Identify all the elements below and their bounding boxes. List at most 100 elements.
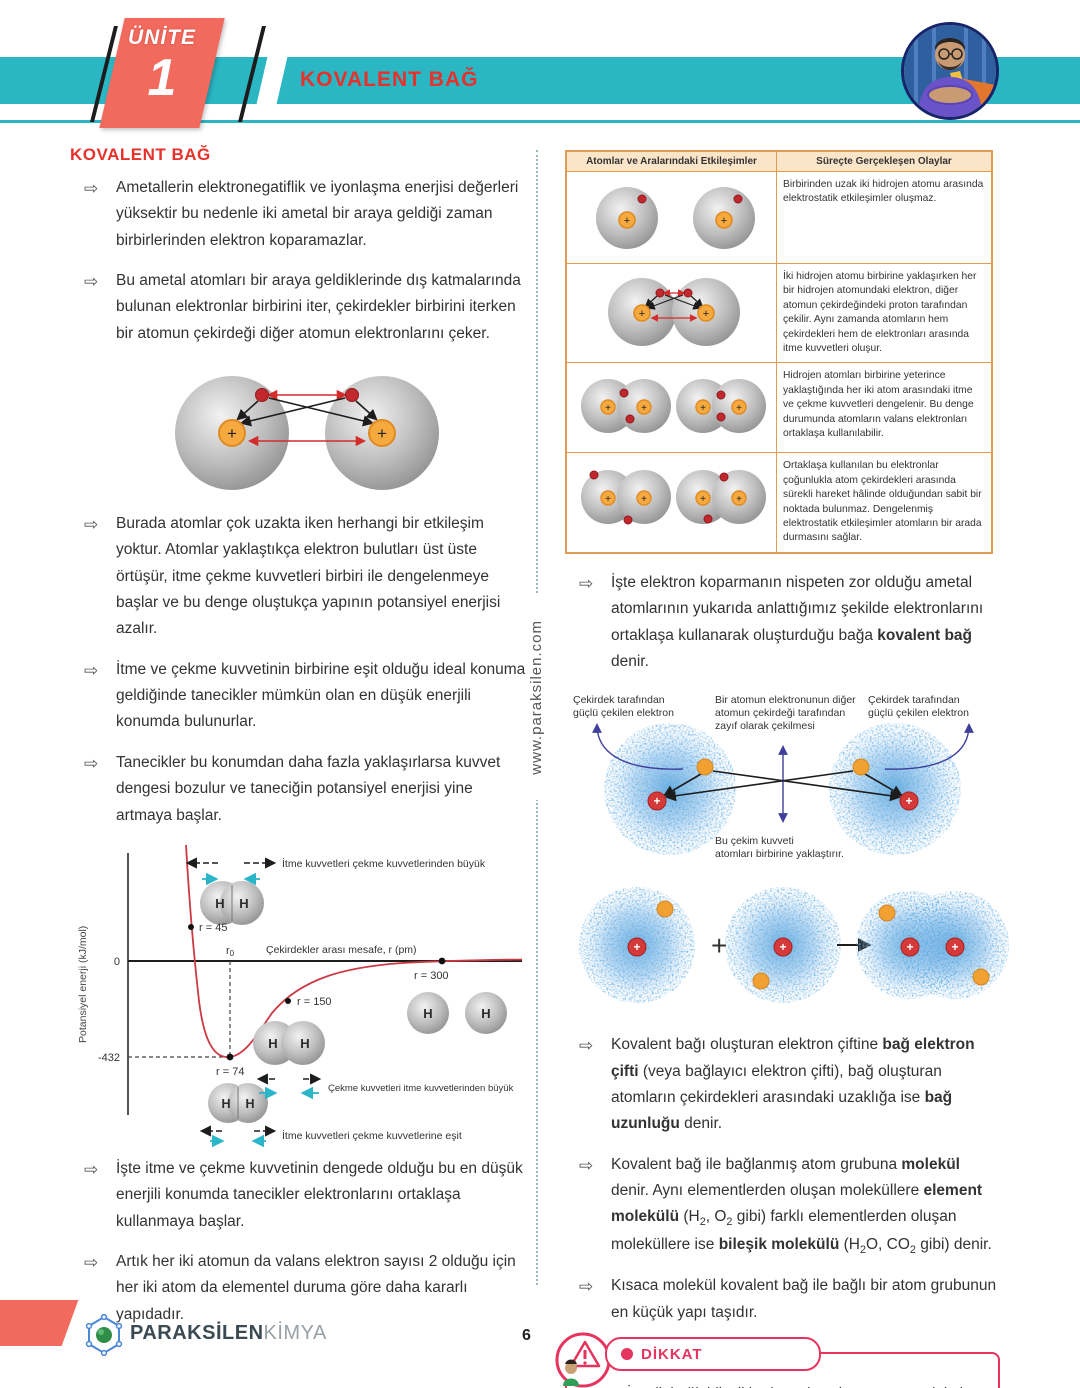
atom-symbol: H <box>481 1006 490 1021</box>
table-cell-text: İki hidrojen atomu birbirine yaklaşırken… <box>776 262 993 364</box>
list-item: ⇨ İşte itme ve çekme kuvvetinin dengede … <box>70 1156 532 1235</box>
atoms-approaching-figure: + + <box>607 278 740 346</box>
bullet-text: Ametallerin elektronegatiflik ve iyonlaş… <box>116 179 519 249</box>
list-item: ⇨ İşte elektron koparmanın nispeten zor … <box>565 570 1000 675</box>
atom-symbol: H <box>221 1097 230 1111</box>
page-title: KOVALENT BAĞ <box>300 68 479 91</box>
warning-title: DİKKAT <box>641 1345 703 1363</box>
bullet-text: İtme ve çekme kuvvetinin birbirine eşit … <box>116 660 526 731</box>
point-label: r = 74 <box>216 1066 244 1078</box>
table-row: + + Birbirinden uzak iki hidrojen atomu … <box>565 171 993 264</box>
atoms-balanced-figure: + + + + <box>580 379 766 434</box>
left-column: KOVALENT BAĞ ⇨ Ametallerin elektronegati… <box>70 145 532 1342</box>
chart-annotation: İtme kuvvetleri çekme kuvvetlerinden büy… <box>282 857 486 870</box>
list-item: ⇨ Ametallerin elektronegatiflik ve iyonl… <box>70 175 532 254</box>
bullet-text: Kovalent bağı oluşturan elektron çiftine… <box>611 1036 975 1133</box>
plus-symbol: + <box>653 794 660 808</box>
atom-symbol: H <box>423 1006 432 1021</box>
table-cell-text: Ortaklaşa kullanılan bu elektronlar çoğu… <box>776 452 993 554</box>
plus-symbol: + <box>720 215 726 227</box>
plus-symbol: + <box>700 403 706 414</box>
cloud-label: güçlü çekilen elektron <box>573 707 674 719</box>
list-item: ⇨ Burada atomlar çok uzakta iken herhang… <box>70 511 532 643</box>
cloud-right <box>829 723 961 856</box>
arrow-bullet-icon: ⇨ <box>84 272 99 292</box>
plus-symbol: + <box>641 403 647 414</box>
brand-name-bold: PARAKSİLEN <box>130 1322 264 1344</box>
plus-symbol: + <box>605 494 611 505</box>
plus-symbol: + <box>951 940 958 954</box>
table-cell-text: Birbirinden uzak iki hidrojen atomu aras… <box>776 171 993 264</box>
table-cell-figure: + + + + <box>565 452 777 554</box>
arrow-bullet-icon: ⇨ <box>84 753 99 773</box>
plus-symbol: + <box>227 424 237 443</box>
footer-accent-shape <box>0 1300 79 1346</box>
plus-symbol: + <box>905 794 912 808</box>
potential-energy-chart: Potansiyel enerji (kJ/mol) 0 -432 Çekird… <box>77 844 523 1148</box>
bullet-list-right: ⇨ Kovalent bağı oluşturan elektron çifti… <box>565 1032 1000 1326</box>
bullet-list-top: ⇨ Ametallerin elektronegatiflik ve iyonl… <box>70 175 532 347</box>
table-header: Atomlar ve Aralarındaki Etkileşimler <box>565 150 777 172</box>
plus-symbol: + <box>711 930 727 961</box>
bullet-text: İşte elektron koparmanın nispeten zor ol… <box>611 573 984 670</box>
interaction-table: Atomlar ve Aralarındaki Etkileşimler Sür… <box>565 150 993 554</box>
bullet-list-bottom: ⇨ İşte itme ve çekme kuvvetinin dengede … <box>70 1156 532 1328</box>
atom-symbol: H <box>239 896 248 911</box>
atom-symbol: H <box>300 1036 309 1051</box>
atoms-apart-figure: + + <box>595 187 755 249</box>
warning-title-pill: DİKKAT <box>605 1337 821 1372</box>
bullet-dot-icon <box>621 1348 633 1361</box>
r0-label: r0 <box>226 945 235 958</box>
warning-box: DİKKAT ⇨ İyonik bağlı bileşiklerde en kü… <box>555 1332 1000 1388</box>
chart-annotation: Çekme kuvvetleri itme kuvvetlerinden büy… <box>328 1083 514 1094</box>
shared-electrons-figure: + + + + <box>580 470 766 525</box>
list-item: ⇨ Kovalent bağ ile bağlanmış atom grubun… <box>565 1152 1000 1260</box>
bullet-text: Bu ametal atomları bir araya geldiklerin… <box>116 272 521 342</box>
plus-symbol: + <box>702 308 708 320</box>
list-item: ⇨ Kısaca molekül kovalent bağ ile bağlı … <box>565 1273 1000 1326</box>
arrow-bullet-icon: ⇨ <box>84 660 99 680</box>
atom-symbol: H <box>215 896 224 911</box>
bullet-list-kovalent: ⇨ İşte elektron koparmanın nispeten zor … <box>565 570 1000 675</box>
watermark: www.paraksilen.com <box>519 595 553 800</box>
warning-bullet-list: ⇨ İyonik bağlı bileşiklerde en küçük yap… <box>581 1384 984 1388</box>
arrow-bullet-icon: ⇨ <box>579 1036 594 1056</box>
list-item: ⇨ Bu ametal atomları bir araya geldikler… <box>70 268 532 347</box>
cloud-label: atomları birbirine yaklaştırır. <box>715 848 844 860</box>
table-header-row: Atomlar ve Aralarındaki Etkileşimler Sür… <box>565 150 993 172</box>
table-header: Süreçte Gerçekleşen Olaylar <box>776 150 993 172</box>
plus-symbol: + <box>605 403 611 414</box>
page-number: 6 <box>522 1327 531 1344</box>
unit-number: 1 <box>147 49 177 107</box>
list-item: ⇨ Tanecikler bu konumdan daha fazla yakl… <box>70 750 532 829</box>
cloud-combination-diagram: + + + + + <box>579 887 1009 1004</box>
cloud-label: zayıf olarak çekilmesi <box>715 720 815 732</box>
header-underline <box>0 120 1080 123</box>
bullet-text: Kısaca molekül kovalent bağ ile bağlı bi… <box>611 1277 997 1321</box>
point-label: r = 45 <box>199 922 227 934</box>
instructor-photo <box>901 22 999 120</box>
bullet-text: Tanecikler bu konumdan daha fazla yaklaş… <box>116 753 501 824</box>
arrow-bullet-icon: ⇨ <box>84 1252 99 1272</box>
cloud-label: Çekirdek tarafından <box>868 694 960 706</box>
bullet-text: Burada atomlar çok uzakta iken herhangi … <box>116 515 501 638</box>
brand-name: PARAKSİLENKİMYA <box>130 1322 327 1345</box>
plus-symbol: + <box>736 494 742 505</box>
right-column: Atomlar ve Aralarındaki Etkileşimler Sür… <box>555 150 1009 1388</box>
y-tick-zero: 0 <box>114 956 120 968</box>
atom-symbol: H <box>268 1036 277 1051</box>
table-cell-text: Hidrojen atomları birbirine yeterince ya… <box>776 362 993 454</box>
cloud-label: Bir atomun elektronunun diğer <box>715 694 856 706</box>
point-label: r = 150 <box>297 996 332 1008</box>
cloud-label: Çekirdek tarafından <box>573 694 665 706</box>
list-item: ⇨ Kovalent bağı oluşturan elektron çifti… <box>565 1032 1000 1137</box>
y-axis-label: Potansiyel enerji (kJ/mol) <box>77 926 89 1043</box>
bullet-text: İşte itme ve çekme kuvvetinin dengede ol… <box>116 1159 523 1230</box>
cloud-label: güçlü çekilen elektron <box>868 707 969 719</box>
electron-cloud-attraction-diagram: Çekirdek tarafından güçlü çekilen elektr… <box>573 694 974 860</box>
unit-label: ÜNİTE <box>128 26 196 49</box>
arrow-bullet-icon: ⇨ <box>579 1155 594 1175</box>
plus-symbol: + <box>779 940 786 954</box>
table-row: + + + + Hidrojen atomları birbirine yete… <box>565 362 993 454</box>
